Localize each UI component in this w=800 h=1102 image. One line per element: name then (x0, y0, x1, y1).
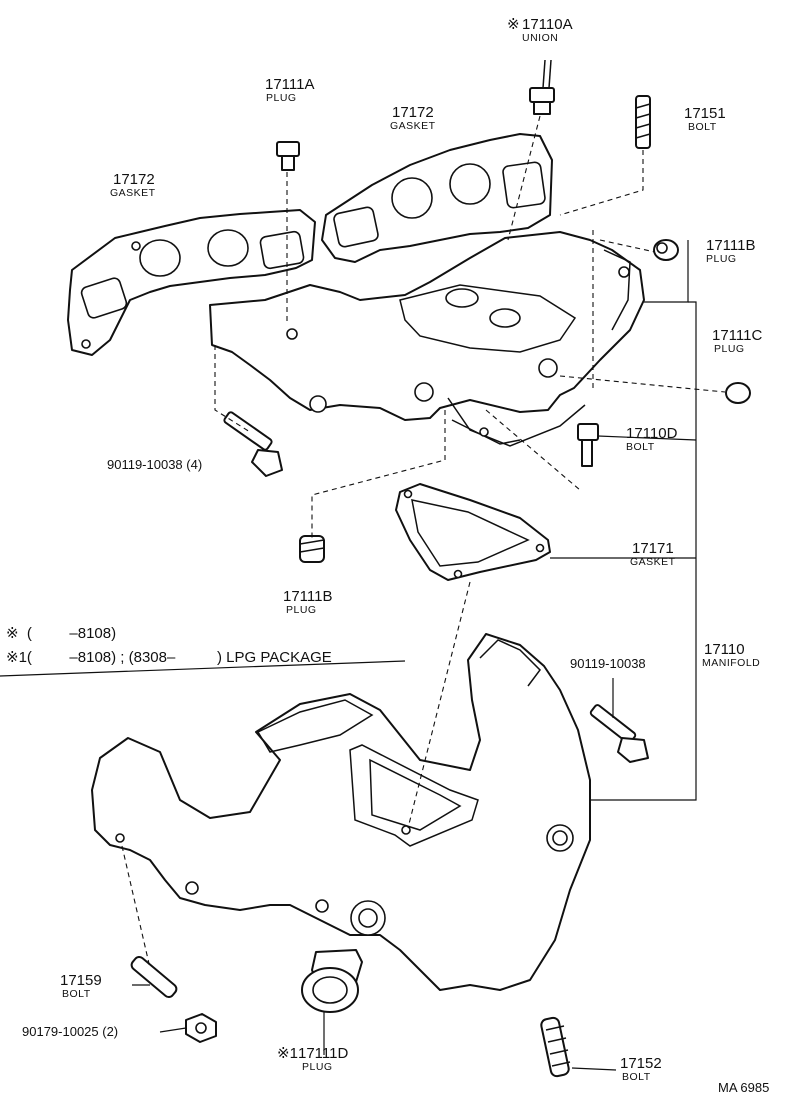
plug-b-right-name: PLUG (706, 253, 737, 265)
upper-manifold-drawing (209, 231, 645, 447)
label-bolt-90119: 90119-10038 (570, 656, 646, 671)
assembly-dash-lines (121, 115, 726, 969)
gasket-171-name: GASKET (630, 556, 676, 568)
bolt-top-number: 17151 (684, 105, 726, 122)
gasket-right-number: 17172 (392, 104, 434, 121)
bolt-top-name: BOLT (688, 121, 717, 133)
plug-a-drawing (276, 141, 300, 171)
label-gasket-right: 17172 GASKET (390, 104, 436, 132)
union-name: UNION (522, 32, 558, 44)
label-nut: 90179-10025 (2) (22, 1024, 118, 1039)
gasket-171-drawing (395, 483, 551, 581)
plug-c-number: 17111C (712, 327, 762, 344)
bolt-90119-drawing (589, 704, 649, 763)
bolt-152-number: 17152 (620, 1055, 662, 1072)
label-plug-b-left: 17111B PLUG (283, 588, 333, 616)
label-plug-c: 17111C PLUG (712, 327, 762, 355)
nut-drawing (185, 1013, 217, 1043)
label-bolt-90119-4: 90119-10038 (4) (107, 457, 202, 472)
plug-b-right-drawing (653, 239, 679, 261)
leader-lines (0, 240, 697, 1071)
plug-b-left-name: PLUG (286, 604, 317, 616)
lower-manifold-drawing (91, 633, 591, 991)
plug-d-number: 17111D (298, 1045, 348, 1062)
plug-c-name: PLUG (714, 343, 745, 355)
gasket-left-number: 17172 (113, 171, 155, 188)
label-bolt-159: 17159 BOLT (60, 972, 102, 1000)
bolt-90119-4-drawing (223, 411, 283, 477)
label-plug-d: ※1 17111D PLUG (277, 1045, 348, 1073)
label-bolt-top: 17151 BOLT (684, 105, 726, 133)
footnotes: ※ ( –8108) ※1( –8108) ; (8308– ) LPG PAC… (6, 625, 332, 666)
bolt-d-number: 17110D (626, 425, 678, 442)
plug-d-name: PLUG (302, 1061, 333, 1073)
union-number: 17110A (522, 16, 573, 33)
label-plug-b-right: 17111B PLUG (706, 237, 756, 265)
diagram-code: MA 6985 (718, 1080, 769, 1095)
bolt-152-name: BOLT (622, 1071, 651, 1083)
bolt-d-drawing (577, 423, 599, 467)
gasket-right-name: GASKET (390, 120, 436, 132)
label-bolt-152: 17152 BOLT (620, 1055, 662, 1083)
union-mark: ※ (507, 16, 520, 33)
plug-d-drawing (301, 949, 363, 1013)
bolt-159-number: 17159 (60, 972, 102, 989)
label-union: ※ 17110A UNION (507, 16, 573, 44)
bolt-d-name: BOLT (626, 441, 655, 453)
plug-c-drawing (725, 382, 751, 404)
plug-b-left-number: 17111B (283, 588, 333, 605)
gasket-left-name: GASKET (110, 187, 156, 199)
footnote-1: ※ ( –8108) (6, 625, 116, 642)
footnote-2: ※1( –8108) ; (8308– ) LPG PACKAGE (6, 649, 332, 666)
plug-b-left-drawing (299, 535, 325, 563)
manifold-number: 17110 (704, 641, 745, 658)
nut-number: 90179-10025 (2) (22, 1024, 118, 1039)
gasket-left-drawing (67, 209, 316, 356)
plug-d-mark: ※1 (277, 1045, 298, 1062)
bolt-159-drawing (130, 955, 178, 999)
plug-a-number: 17111A (265, 76, 315, 93)
bolt-90119-4-number: 90119-10038 (4) (107, 457, 202, 472)
plug-a-name: PLUG (266, 92, 297, 104)
label-gasket-171: 17171 GASKET (630, 540, 676, 568)
label-bolt-d: 17110D BOLT (626, 425, 678, 453)
gasket-171-number: 17171 (632, 540, 674, 557)
bolt-90119-number: 90119-10038 (570, 656, 646, 671)
bolt-top-drawing (635, 95, 651, 149)
bolt-152-drawing (540, 1016, 571, 1078)
manifold-name: MANIFOLD (702, 657, 760, 669)
gasket-right-drawing (321, 133, 553, 263)
union-drawing (529, 59, 555, 115)
label-manifold: 17110 MANIFOLD (702, 641, 760, 669)
label-gasket-left: 17172 GASKET (110, 171, 156, 199)
plug-b-right-number: 17111B (706, 237, 756, 254)
bolt-159-name: BOLT (62, 988, 91, 1000)
label-plug-a: 17111A PLUG (265, 76, 315, 104)
